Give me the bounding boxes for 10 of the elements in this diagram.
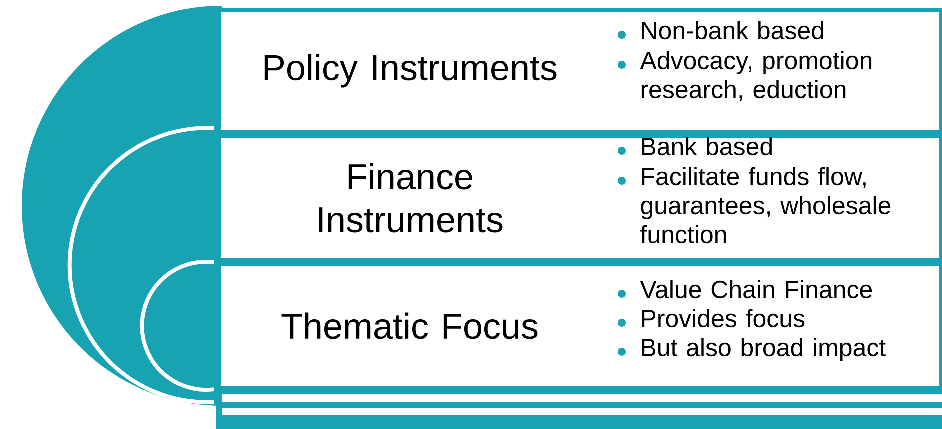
bullet-item: Non-bank based	[618, 21, 824, 40]
heading: Thematic Focus	[282, 312, 538, 340]
bullet-item: But also broad impact	[618, 338, 886, 362]
heading: Policy Instruments	[264, 54, 557, 88]
bullet-item: Advocacy, promotion research, eduction	[618, 51, 872, 102]
bullet-item: Value Chain Finance	[618, 280, 872, 299]
bullet-item: Bank based	[618, 137, 772, 156]
bullet-item: Provides focus	[618, 309, 805, 328]
heading: Finance Instruments	[319, 163, 503, 233]
bullet-item: Facilitate funds flow, guarantees, wholesale function	[618, 167, 891, 244]
